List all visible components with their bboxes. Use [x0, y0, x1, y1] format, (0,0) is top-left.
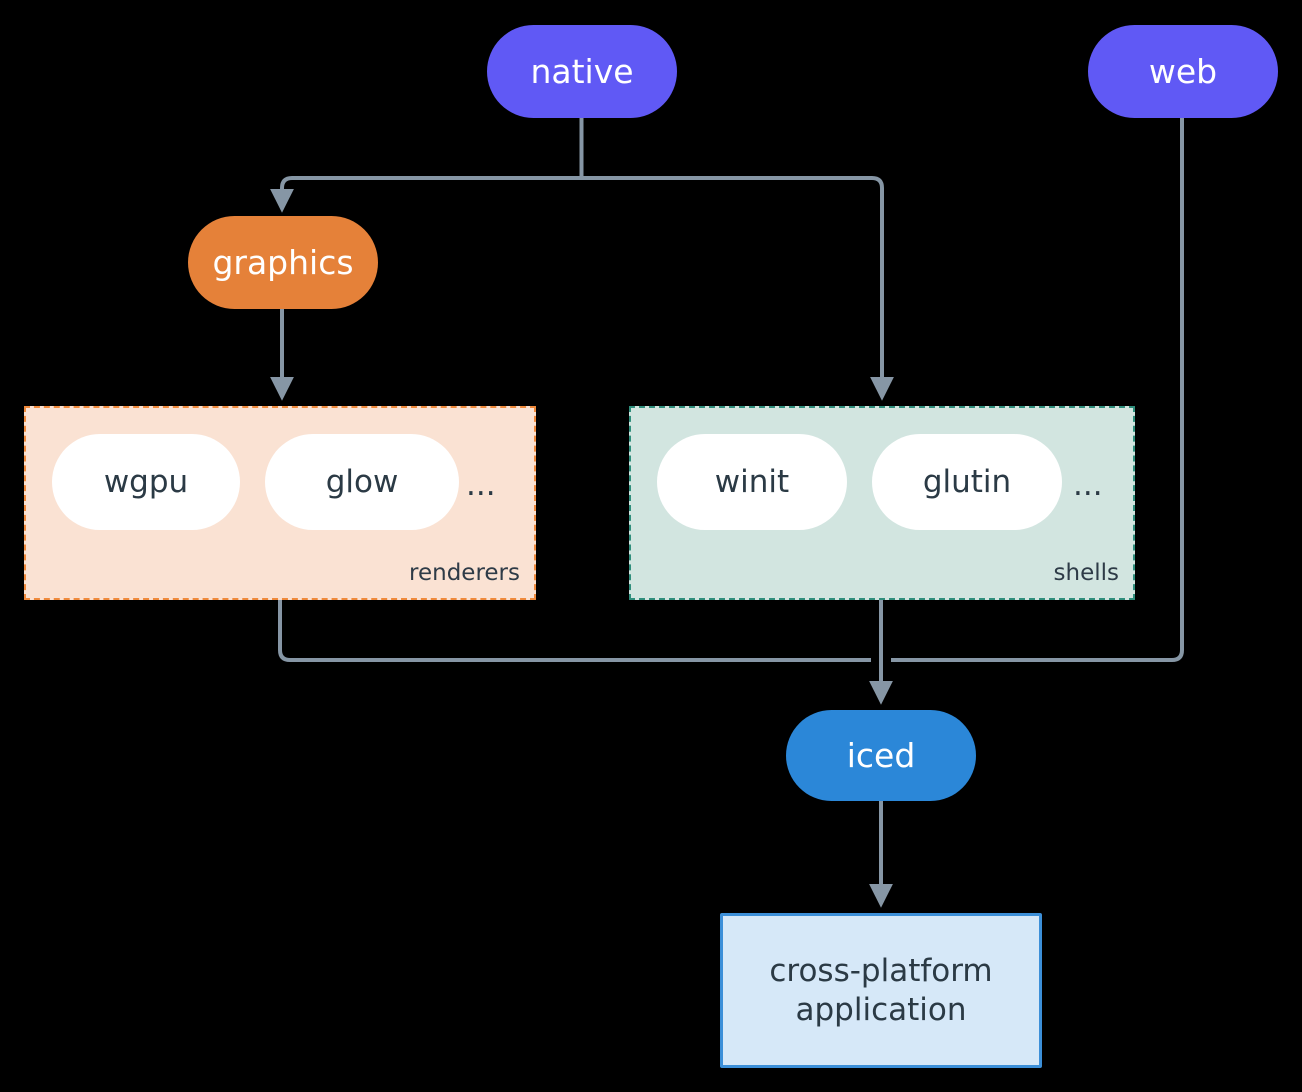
node-native[interactable]: native: [487, 25, 677, 118]
edge-renderers-to-iced: [278, 600, 871, 662]
leaf-glow[interactable]: glow: [265, 434, 459, 530]
node-iced-label: iced: [846, 735, 916, 775]
leaf-winit-label: winit: [714, 464, 790, 500]
group-renderers: wgpu glow renderers: [24, 406, 536, 600]
leaf-glutin[interactable]: glutin: [872, 434, 1062, 530]
node-web[interactable]: web: [1088, 25, 1278, 118]
node-iced[interactable]: iced: [786, 710, 976, 801]
leaf-glow-label: glow: [325, 464, 399, 500]
node-graphics[interactable]: graphics: [188, 216, 378, 309]
edge-native-to-shells: [581, 176, 894, 401]
group-shells: winit glutin shells: [629, 406, 1135, 600]
group-shells-label: shells: [1053, 560, 1119, 586]
node-web-label: web: [1148, 51, 1218, 91]
shells-overflow-ellipsis: ...: [1073, 467, 1103, 503]
leaf-wgpu-label: wgpu: [103, 464, 189, 500]
leaf-wgpu[interactable]: wgpu: [52, 434, 240, 530]
node-native-label: native: [530, 51, 634, 91]
group-renderers-label: renderers: [409, 560, 520, 586]
edge-native-to-graphics: [270, 176, 582, 213]
leaf-winit[interactable]: winit: [657, 434, 847, 530]
application-label-line2: application: [795, 991, 967, 1028]
application-label-line1: cross-platform: [769, 952, 993, 989]
renderers-overflow-ellipsis: ...: [466, 467, 496, 503]
node-graphics-label: graphics: [212, 242, 354, 282]
leaf-glutin-label: glutin: [922, 464, 1012, 500]
node-application[interactable]: cross-platform application: [720, 913, 1042, 1068]
